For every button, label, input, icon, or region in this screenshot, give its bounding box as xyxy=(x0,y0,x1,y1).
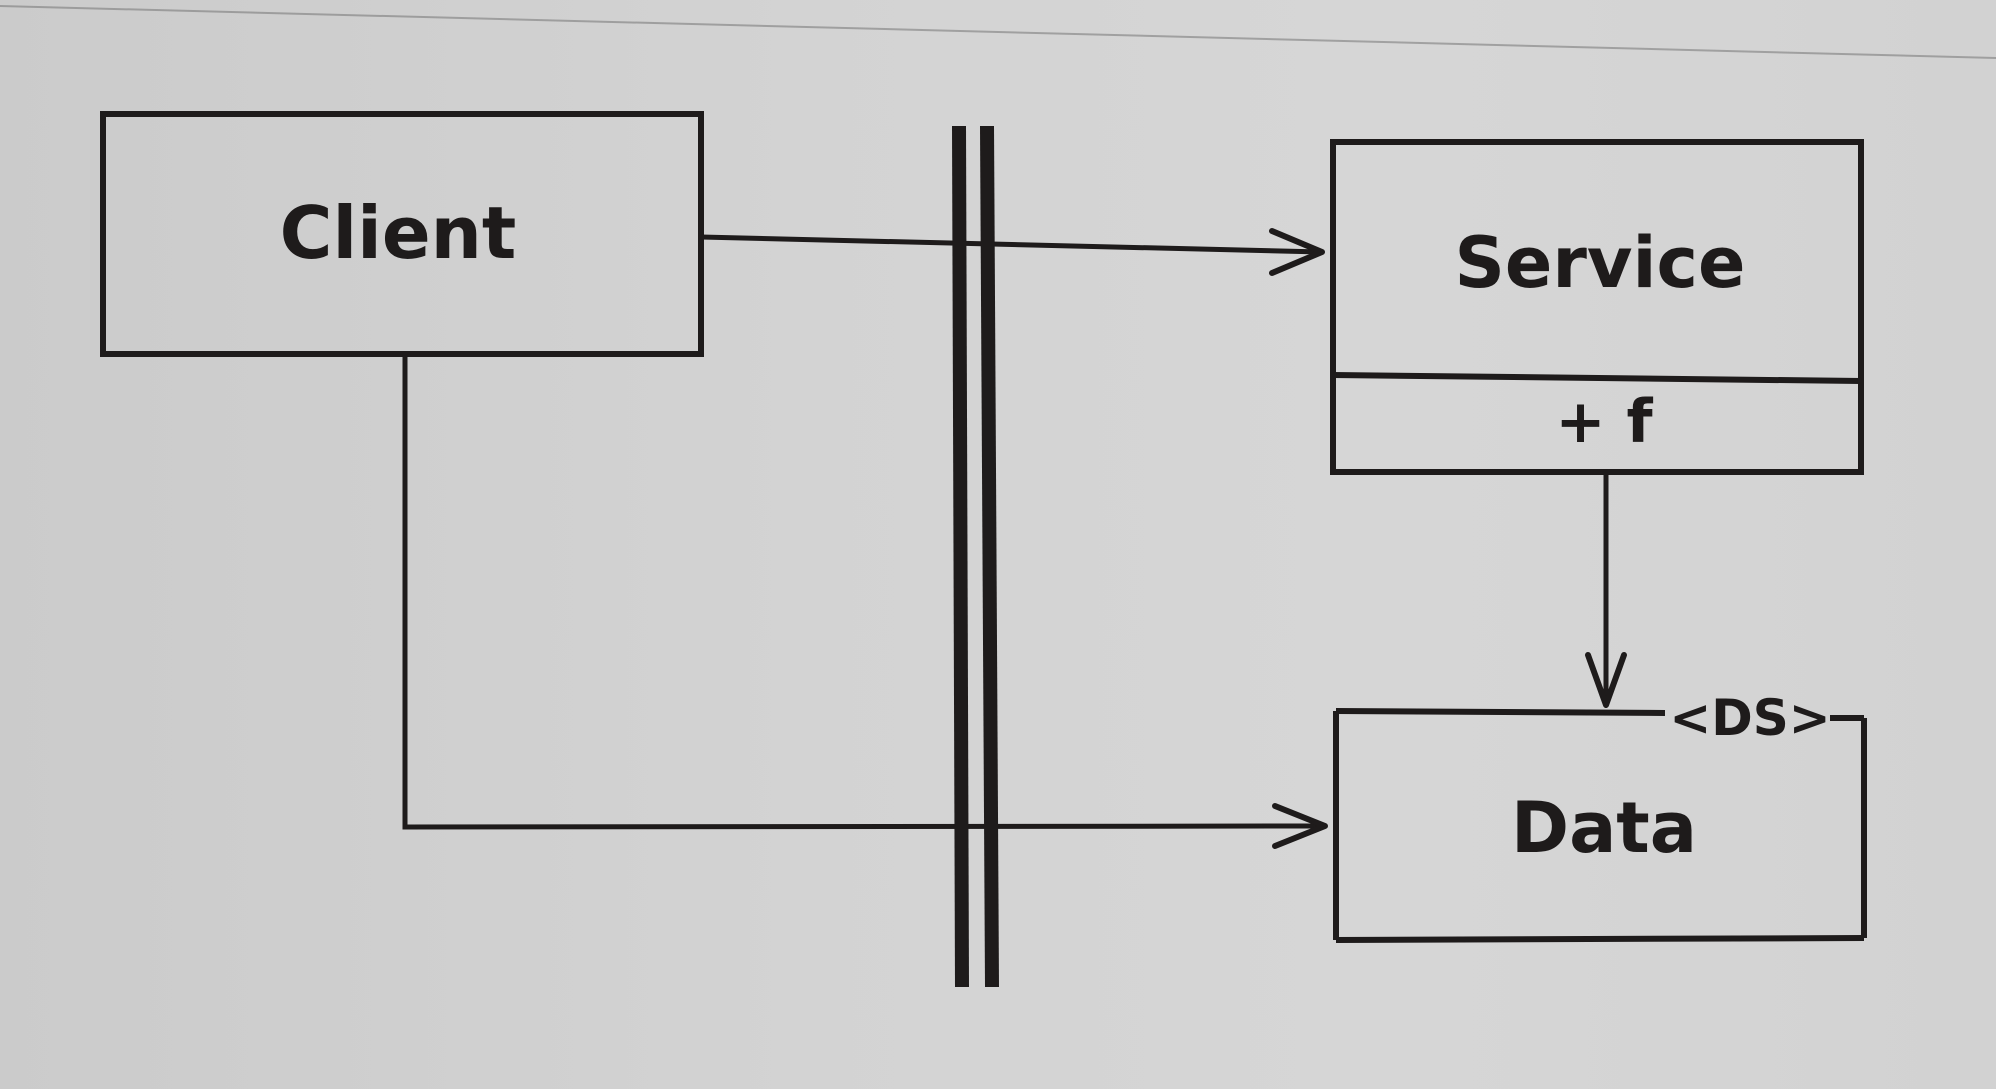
data-label: Data xyxy=(1511,787,1697,869)
boundary-double-line xyxy=(952,125,999,988)
edge-client-to-service xyxy=(700,228,1325,276)
edge-service-data-arrowhead xyxy=(1585,652,1627,708)
data-stereotype-label: <DS> xyxy=(1669,689,1830,747)
data-node: <DS> Data xyxy=(1333,689,1867,943)
client-label: Client xyxy=(280,191,517,275)
service-label: Service xyxy=(1454,222,1745,304)
edge-service-to-data xyxy=(1585,472,1627,708)
service-box xyxy=(1330,139,1864,475)
client-node: Client xyxy=(100,111,704,357)
edge-client-service-line xyxy=(700,234,1323,255)
data-box-top-left xyxy=(1335,708,1666,716)
edge-client-to-data xyxy=(402,354,1328,849)
page-edge-line xyxy=(0,5,1996,59)
data-box-bottom xyxy=(1335,935,1865,943)
edge-client-data-line xyxy=(402,354,1326,830)
service-member-f: + f xyxy=(1555,387,1653,457)
service-divider xyxy=(1332,372,1862,384)
edge-client-data-arrowhead xyxy=(1272,803,1328,849)
service-node: Service + f xyxy=(1330,139,1864,475)
client-box xyxy=(100,111,704,357)
boundary-line-right xyxy=(980,125,999,988)
edge-client-service-arrowhead xyxy=(1269,228,1325,276)
boundary-line-left xyxy=(952,125,969,988)
